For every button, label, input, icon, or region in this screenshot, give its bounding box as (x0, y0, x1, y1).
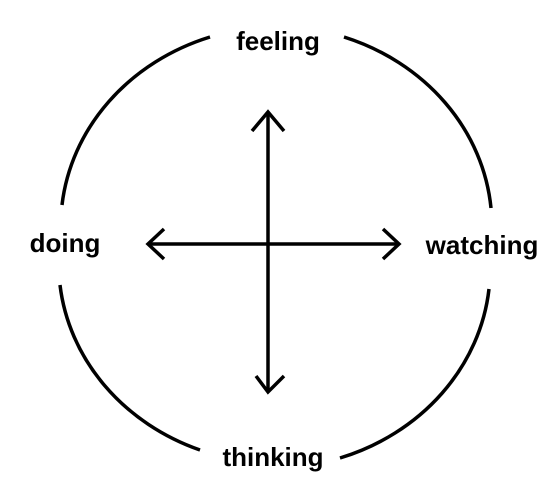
arc-top-right (343, 35, 493, 209)
arc-bottom-right (339, 288, 491, 460)
label-doing: doing (30, 228, 101, 258)
arrowhead-right (381, 227, 402, 261)
label-feeling: feeling (236, 26, 320, 56)
arc-top-left (60, 35, 211, 206)
arc-bottom-left (58, 284, 201, 452)
label-watching: watching (425, 230, 539, 260)
arrowhead-left (145, 227, 166, 261)
arrowhead-down (254, 374, 286, 395)
label-thinking: thinking (222, 442, 323, 472)
arrowhead-up (250, 109, 286, 133)
